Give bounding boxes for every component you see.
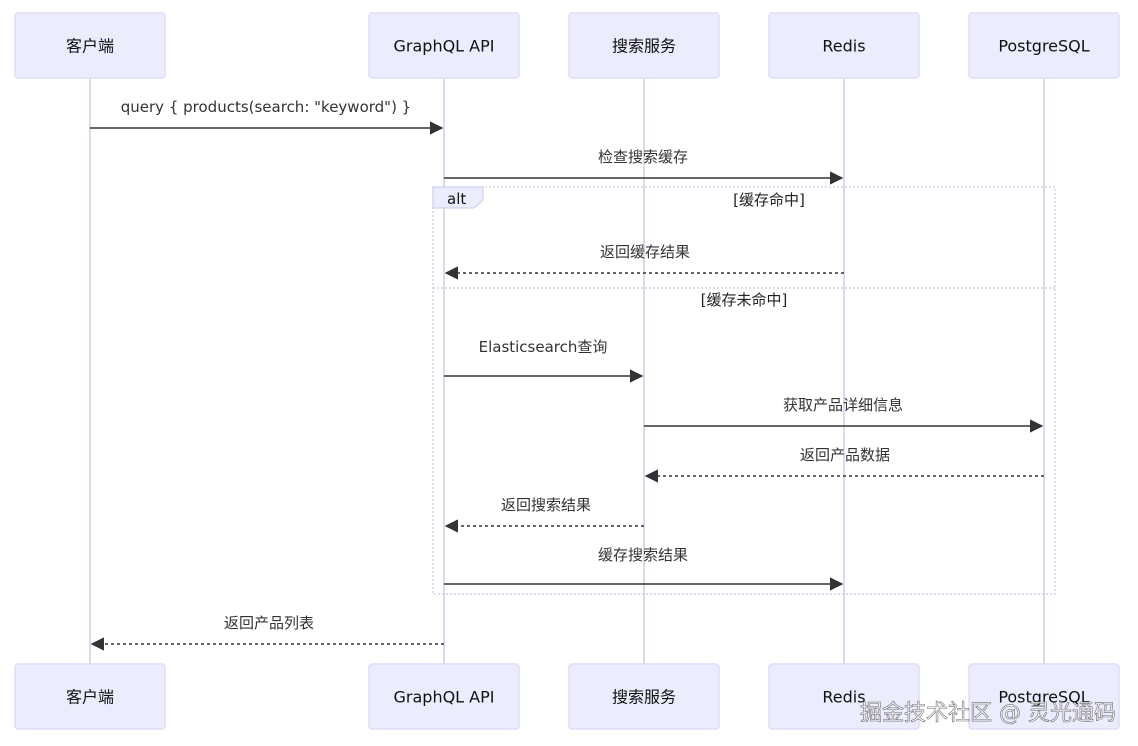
participant-box-redis bbox=[768, 663, 920, 730]
message-label: query { products(search: "keyword") } bbox=[121, 98, 411, 116]
message-label: Elasticsearch查询 bbox=[479, 338, 608, 356]
participant-box-graphql bbox=[368, 12, 520, 79]
participant-label-client: 客户端 bbox=[66, 688, 114, 707]
alt-label: alt bbox=[447, 190, 466, 208]
participant-label-postgres: PostgreSQL bbox=[998, 37, 1089, 56]
alt-tag-box bbox=[432, 186, 484, 209]
participant-label-search: 搜索服务 bbox=[612, 37, 676, 56]
message-label: 获取产品详细信息 bbox=[783, 396, 903, 414]
participant-label-postgres: PostgreSQL bbox=[998, 688, 1089, 707]
watermark: 掘金技术社区 @ 灵光通码 bbox=[860, 701, 1116, 726]
alt-frame: alt [缓存命中] [缓存未命中] bbox=[432, 186, 1056, 595]
message-label: 返回产品列表 bbox=[224, 614, 314, 632]
message-label: 缓存搜索结果 bbox=[598, 546, 688, 564]
participant-label-graphql: GraphQL API bbox=[394, 37, 495, 56]
lifelines bbox=[89, 78, 1045, 664]
message-label: 返回产品数据 bbox=[800, 446, 890, 464]
participant-label-graphql: GraphQL API bbox=[394, 688, 495, 707]
participant-label-redis: Redis bbox=[822, 37, 865, 56]
alt-condition-miss: [缓存未命中] bbox=[701, 291, 788, 309]
message-label: 返回搜索结果 bbox=[501, 496, 591, 514]
participant-label-redis: Redis bbox=[822, 688, 865, 707]
participant-box-postgres bbox=[968, 663, 1120, 730]
messages: query { products(search: "keyword") } 检查… bbox=[90, 98, 1044, 651]
participant-box-client bbox=[14, 663, 166, 730]
alt-frame-border bbox=[432, 186, 1056, 595]
participants-top: 客户端 GraphQL API 搜索服务 Redis PostgreSQL bbox=[14, 12, 1120, 79]
message-label: 返回缓存结果 bbox=[600, 243, 690, 261]
participant-box-redis bbox=[768, 12, 920, 79]
participants-bottom: 客户端 GraphQL API 搜索服务 Redis PostgreSQL bbox=[14, 663, 1120, 730]
participant-label-client: 客户端 bbox=[66, 37, 114, 56]
participant-box-search bbox=[568, 663, 720, 730]
participant-box-postgres bbox=[968, 12, 1120, 79]
participant-box-graphql bbox=[368, 663, 520, 730]
alt-condition-hit: [缓存命中] bbox=[733, 191, 805, 209]
participant-box-search bbox=[568, 12, 720, 79]
participant-box-client bbox=[14, 12, 166, 79]
message-label: 检查搜索缓存 bbox=[598, 148, 688, 166]
participant-label-search: 搜索服务 bbox=[612, 688, 676, 707]
